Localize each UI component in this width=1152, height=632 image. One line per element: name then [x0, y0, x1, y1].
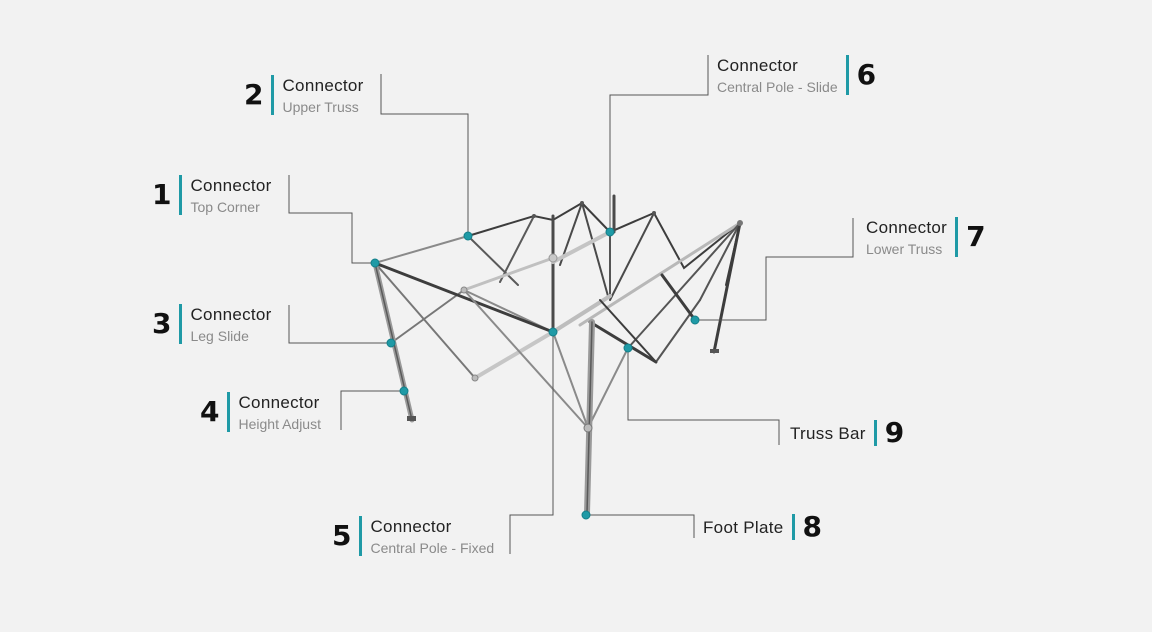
callout-subtitle: Central Pole - Fixed	[370, 539, 495, 556]
callout-2[interactable]: 2 Connector Upper Truss	[244, 75, 364, 115]
frame-joint	[548, 253, 558, 263]
side-truss	[374, 262, 476, 379]
callout-number: 6	[856, 58, 877, 91]
marker-7[interactable]	[690, 315, 700, 325]
callout-subtitle: Leg Slide	[190, 327, 249, 344]
leader-line-4	[340, 390, 404, 430]
top-bar-light	[462, 256, 555, 292]
accent-bar	[359, 516, 363, 556]
callout-title: Connector	[866, 217, 948, 237]
frame-joint	[737, 220, 743, 226]
frame-joint	[532, 214, 536, 218]
leader-line-8	[587, 514, 695, 538]
marker-8[interactable]	[581, 510, 591, 520]
marker-2[interactable]	[463, 231, 473, 241]
callout-title: Connector	[190, 175, 272, 195]
leader-line-2	[380, 74, 469, 236]
callout-subtitle: Upper Truss	[282, 98, 359, 115]
accent-bar	[955, 217, 959, 257]
marker-3[interactable]	[386, 338, 396, 348]
callout-9[interactable]: 9 Truss Bar	[790, 419, 904, 447]
accent-bar	[179, 304, 183, 344]
frame-joint	[580, 201, 584, 205]
front-truss	[655, 299, 701, 363]
truss-bar	[581, 202, 609, 297]
callout-4[interactable]: 4 Connector Height Adjust	[200, 392, 321, 432]
leader-line-5	[509, 332, 554, 554]
truss-bar	[499, 215, 535, 283]
accent-bar	[845, 55, 849, 95]
marker-9[interactable]	[623, 343, 633, 353]
truss-bar	[609, 212, 655, 301]
callout-number: 3	[152, 307, 172, 340]
marker-4[interactable]	[399, 386, 409, 396]
callout-subtitle: Height Adjust	[238, 415, 321, 432]
accent-bar	[227, 392, 231, 432]
callout-number: 7	[966, 220, 986, 253]
top-bar-light	[551, 230, 612, 264]
callout-5[interactable]: 5 Connector Central Pole - Fixed	[332, 516, 494, 556]
front-truss	[552, 331, 589, 429]
leader-lines	[288, 55, 854, 554]
front-truss	[587, 347, 629, 429]
frame-joint	[652, 211, 656, 215]
callout-number: 5	[332, 519, 352, 552]
leader-line-6	[609, 55, 709, 232]
marker-6[interactable]	[605, 227, 615, 237]
callout-number: 1	[152, 178, 172, 211]
leg-front-inner	[586, 321, 593, 514]
truss-back	[467, 201, 741, 270]
callout-3[interactable]: 3 Connector Leg Slide	[152, 304, 272, 344]
callout-title: Foot Plate	[703, 517, 784, 537]
callout-title: Connector	[238, 392, 320, 412]
accent-bar	[271, 75, 275, 115]
callout-subtitle: Central Pole - Slide	[717, 78, 838, 95]
accent-bar	[179, 175, 183, 215]
canopy-frame	[372, 194, 743, 516]
front-truss	[660, 273, 697, 322]
connector-markers	[370, 227, 700, 520]
callout-title: Connector	[282, 75, 364, 95]
truss-bar	[467, 235, 519, 286]
leader-line-9	[627, 348, 780, 445]
leader-line-3	[288, 305, 391, 344]
callout-title: Truss Bar	[790, 423, 866, 443]
callout-8[interactable]: 8 Foot Plate	[703, 513, 822, 541]
side-truss	[390, 289, 465, 344]
top-edge-back	[373, 261, 555, 334]
foot-back-right	[710, 349, 719, 353]
callout-6[interactable]: 6 Connector Central Pole - Slide	[717, 55, 876, 95]
front-truss	[588, 320, 658, 364]
top-edge-front	[374, 235, 469, 264]
leader-line-7	[695, 218, 854, 321]
truss-bar	[699, 222, 741, 301]
callout-number: 2	[244, 78, 264, 111]
frame-joint	[471, 374, 479, 382]
callout-title: Connector	[717, 55, 799, 75]
accent-bar	[873, 420, 877, 446]
top-bar-light	[578, 221, 742, 327]
callout-number: 4	[200, 395, 220, 428]
front-truss	[463, 289, 589, 429]
callout-1[interactable]: 1 Connector Top Corner	[152, 175, 272, 215]
front-truss	[627, 222, 741, 349]
frame-joint	[460, 286, 468, 294]
truss-bar	[725, 222, 741, 286]
callout-number: 8	[802, 510, 822, 543]
marker-5[interactable]	[548, 327, 558, 337]
callout-subtitle: Lower Truss	[866, 240, 943, 257]
frame-joint	[583, 423, 593, 433]
front-truss	[599, 299, 657, 363]
accent-bar	[791, 514, 795, 540]
callout-subtitle: Top Corner	[190, 198, 260, 215]
foot-left	[407, 416, 416, 421]
top-bar-light	[473, 330, 555, 380]
leader-line-1	[288, 175, 375, 264]
callout-title: Connector	[190, 304, 272, 324]
callout-7[interactable]: 7 Connector Lower Truss	[866, 217, 986, 257]
callout-title: Connector	[370, 516, 452, 536]
callout-number: 9	[884, 416, 905, 449]
marker-1[interactable]	[370, 258, 380, 268]
